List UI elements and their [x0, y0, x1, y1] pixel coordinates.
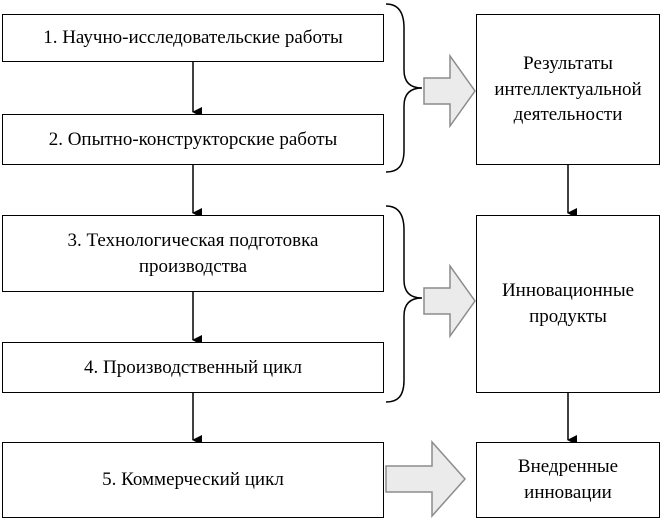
- step-2-box: 2. Опытно-конструкторские работы: [2, 114, 384, 165]
- step-5-box: 5. Коммерческий цикл: [2, 442, 384, 518]
- result-2-box: Инновационные продукты: [476, 215, 660, 393]
- step-2-label: 2. Опытно-конструкторские работы: [48, 128, 338, 150]
- block-arrow-to-result1: [423, 53, 476, 129]
- result-3-label: Внедренные инновации: [517, 456, 619, 503]
- block-arrow-to-result2: [423, 263, 476, 339]
- brace-steps-3-4: [385, 205, 423, 403]
- result-3-box: Внедренные инновации: [476, 442, 660, 518]
- step-4-label: 4. Производственный цикл: [84, 356, 302, 378]
- step-3-label: 3. Технологическая подготовка производст…: [67, 229, 319, 277]
- result-2-label: Инновационные продукты: [501, 280, 635, 327]
- step-4-box: 4. Производственный цикл: [2, 342, 384, 393]
- step-3-box: 3. Технологическая подготовка производст…: [2, 215, 384, 292]
- result-1-box: Результаты интеллектуальной деятельности: [476, 14, 660, 165]
- step-1-box: 1. Научно-исследовательские работы: [2, 14, 384, 62]
- step-1-label: 1. Научно-исследовательские работы: [43, 27, 343, 49]
- result-1-label: Результаты интеллектуальной деятельности: [494, 53, 642, 126]
- step-5-label: 5. Коммерческий цикл: [102, 469, 284, 491]
- brace-steps-1-2: [385, 3, 423, 173]
- block-arrow-to-result3: [385, 440, 467, 518]
